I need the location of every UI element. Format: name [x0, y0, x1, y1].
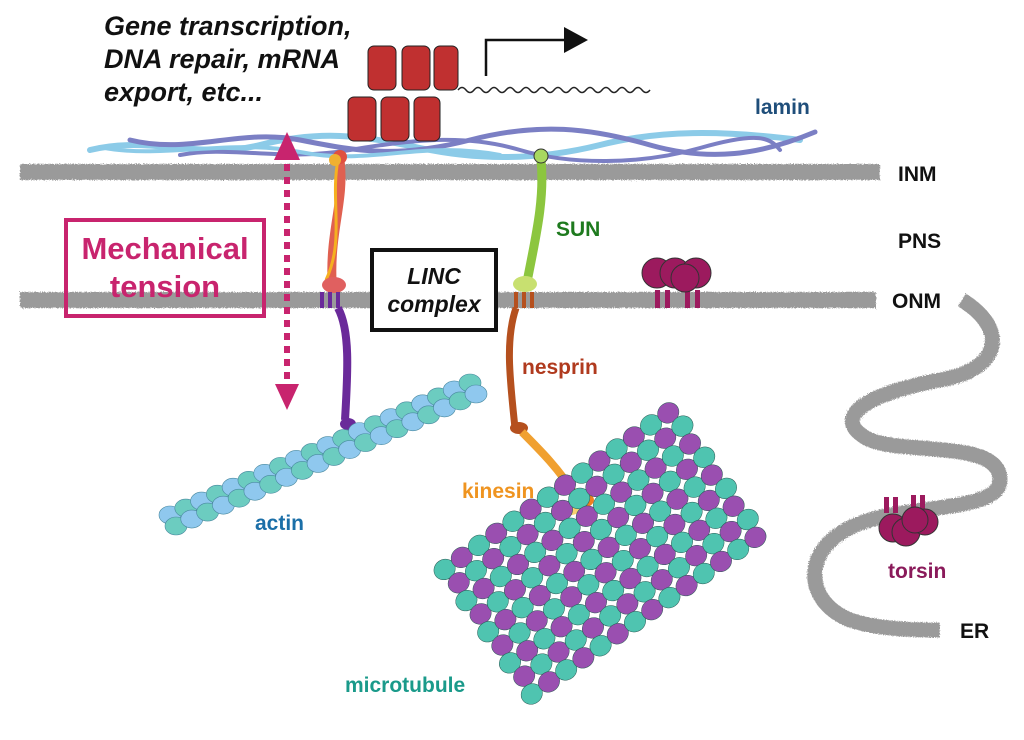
- linc-complex-box: LINC complex: [370, 248, 498, 332]
- sun-right-head: [533, 148, 549, 164]
- lamin-filament: [98, 145, 502, 159]
- label-pns: PNS: [898, 230, 942, 253]
- tension-arrow: [274, 132, 300, 410]
- transcription-arrow-head: [564, 27, 588, 53]
- tubulin-subunit: [744, 526, 767, 548]
- label-inm: INM: [898, 163, 937, 186]
- sun-left-head-2: [329, 154, 341, 166]
- mechanical-tension-line: tension: [109, 269, 221, 304]
- dna-strand: [457, 86, 651, 94]
- label-torsin: torsin: [888, 560, 947, 583]
- transcription-arrow: [484, 38, 566, 76]
- caption-line: DNA repair, mRNA: [104, 44, 341, 74]
- label-lamin: lamin: [755, 96, 810, 119]
- mechanical-tension-line: Mechanical: [81, 231, 249, 266]
- nesprin-left-chain: [334, 306, 352, 421]
- sun-left-stalk-strand: [324, 159, 340, 281]
- linc-left: [320, 150, 356, 430]
- sun-left-base: [322, 277, 346, 293]
- label-onm: ONM: [892, 290, 941, 313]
- linc-complex-line: LINC: [407, 263, 461, 289]
- sun-right-base: [513, 276, 537, 292]
- linc-right: [505, 148, 594, 515]
- chromatin: [347, 27, 651, 142]
- mechanical-tension-box: Mechanical tension: [64, 218, 266, 318]
- label-sun: SUN: [556, 218, 601, 241]
- label-kinesin: kinesin: [462, 480, 535, 503]
- label-er: ER: [960, 620, 990, 643]
- caption-line: export, etc...: [104, 77, 264, 107]
- er-torsin-cluster: [878, 495, 939, 547]
- kash-left: [320, 292, 340, 308]
- tension-arrow-up-head: [274, 132, 300, 160]
- linc-complex-line: complex: [387, 291, 481, 317]
- actin-filament: [158, 373, 488, 536]
- caption-line: Gene transcription,: [104, 11, 352, 41]
- label-nesprin: nesprin: [522, 356, 598, 379]
- nucleosome-row-bottom: [347, 96, 441, 142]
- nucleosome-row-top: [367, 45, 459, 91]
- actin-subunit: [464, 384, 488, 404]
- label-actin: actin: [255, 512, 305, 535]
- label-microtubule: microtubule: [345, 674, 466, 697]
- inner-nuclear-membrane: [20, 164, 880, 180]
- endoplasmic-reticulum: [807, 293, 1008, 638]
- kash-right: [514, 292, 534, 308]
- lamin-network: [87, 126, 818, 163]
- function-caption: Gene transcription, DNA repair, mRNA exp…: [104, 10, 404, 109]
- onm-torsin-cluster: [641, 257, 712, 308]
- tension-arrow-down-head: [275, 384, 299, 410]
- microtubule: [433, 402, 767, 705]
- sun-right-stalk: [522, 159, 547, 283]
- nesprin-right-chain: [505, 306, 520, 429]
